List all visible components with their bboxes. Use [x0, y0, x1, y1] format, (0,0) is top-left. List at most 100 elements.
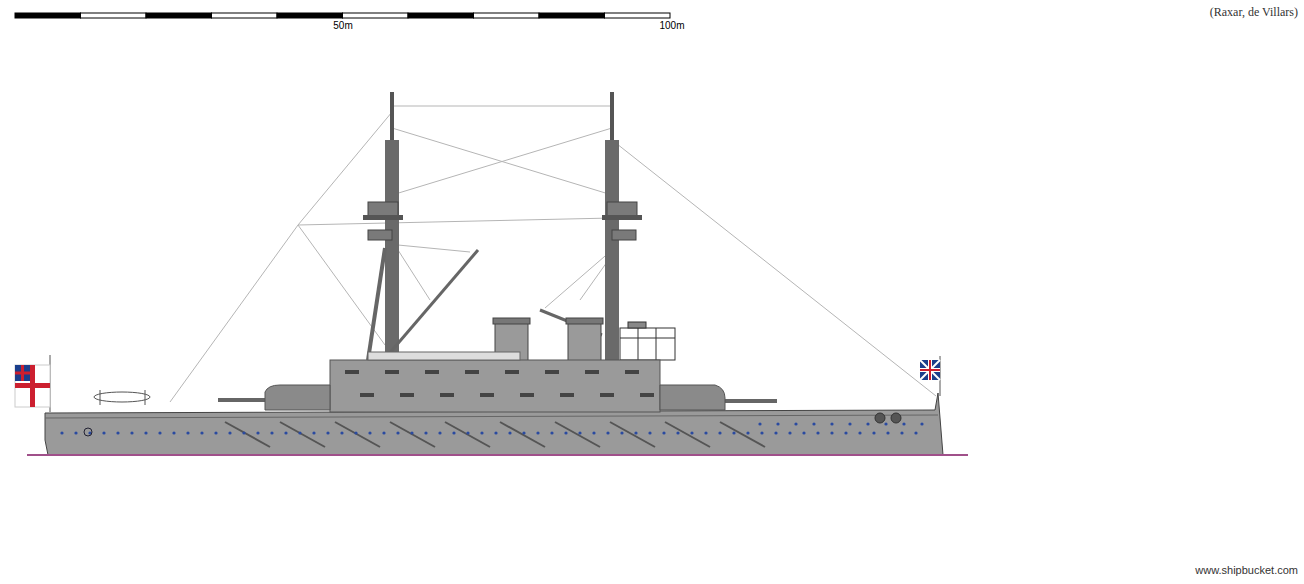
porthole	[270, 431, 273, 434]
porthole	[812, 422, 815, 425]
porthole	[228, 431, 231, 434]
porthole	[802, 431, 805, 434]
aft-turret	[265, 385, 330, 410]
porthole	[284, 431, 287, 434]
fore-turret	[660, 385, 725, 410]
rigging-line	[398, 250, 430, 300]
flag-field	[920, 360, 940, 380]
rigging-line	[392, 106, 612, 107]
casemate-gun	[640, 393, 654, 397]
rigging-line	[392, 128, 612, 195]
casemate-gun	[360, 393, 374, 397]
porthole	[872, 431, 875, 434]
porthole	[830, 422, 833, 425]
porthole	[788, 431, 791, 434]
net-boom	[665, 422, 710, 447]
porthole	[438, 431, 441, 434]
porthole	[158, 431, 161, 434]
davit	[145, 390, 146, 405]
porthole	[242, 431, 245, 434]
porthole	[758, 422, 761, 425]
porthole	[522, 431, 525, 434]
porthole	[144, 431, 147, 434]
porthole	[102, 431, 105, 434]
porthole	[746, 431, 749, 434]
porthole	[592, 431, 595, 434]
deck-line	[45, 415, 938, 418]
funnel	[568, 322, 601, 362]
porthole	[732, 431, 735, 434]
flag-saltire	[920, 360, 940, 380]
derrick-post	[368, 248, 385, 360]
casemate-gun	[585, 370, 599, 374]
porthole	[902, 422, 905, 425]
bridge-frame	[620, 328, 675, 360]
porthole	[884, 422, 887, 425]
porthole	[340, 431, 343, 434]
porthole	[466, 431, 469, 434]
porthole	[480, 431, 483, 434]
casemate-gun	[465, 370, 479, 374]
scale-bar	[15, 13, 670, 18]
rigging-line	[170, 225, 298, 402]
porthole	[256, 431, 259, 434]
porthole	[844, 431, 847, 434]
porthole	[494, 431, 497, 434]
casemate-gun	[385, 370, 399, 374]
scale-segment	[343, 13, 409, 18]
boats	[368, 352, 520, 360]
rigging-line	[545, 250, 612, 308]
porthole	[900, 431, 903, 434]
waterline	[27, 454, 968, 456]
scale-segment	[212, 13, 278, 18]
rigging-line	[298, 218, 612, 225]
porthole	[452, 431, 455, 434]
porthole	[830, 431, 833, 434]
gun-barrel	[722, 399, 777, 403]
porthole	[298, 431, 301, 434]
porthole	[564, 431, 567, 434]
porthole	[676, 431, 679, 434]
porthole	[914, 431, 917, 434]
bridge-strut	[656, 328, 657, 360]
net-boom	[555, 422, 600, 447]
casemate-gun	[425, 370, 439, 374]
porthole	[396, 431, 399, 434]
porthole	[214, 431, 217, 434]
scale-label: 50m	[333, 20, 352, 31]
flag-cross	[15, 372, 30, 375]
white-ensign	[15, 365, 50, 407]
scale-segment	[408, 13, 474, 18]
net-boom	[335, 422, 380, 447]
bridge-rail	[620, 338, 675, 339]
casemate-gun	[625, 370, 639, 374]
porthole	[74, 431, 77, 434]
flag-cross	[920, 369, 940, 371]
chart-house	[628, 322, 646, 328]
porthole	[760, 431, 763, 434]
porthole	[662, 431, 665, 434]
porthole	[116, 431, 119, 434]
portholes	[60, 422, 923, 434]
porthole	[312, 431, 315, 434]
fore-mast-lower	[605, 140, 619, 365]
porthole	[718, 431, 721, 434]
casemate-gun	[345, 370, 359, 374]
superstructure	[330, 360, 660, 412]
scale-segment	[146, 13, 212, 18]
porthole	[620, 431, 623, 434]
scale-segment	[539, 13, 605, 18]
flag-saltire	[920, 360, 940, 380]
casemate-gun	[400, 393, 414, 397]
casemate-gun	[545, 370, 559, 374]
porthole	[508, 431, 511, 434]
casemate-gun	[560, 393, 574, 397]
fighting-top	[363, 215, 403, 220]
porthole	[130, 431, 133, 434]
net-boom	[610, 422, 655, 447]
porthole	[60, 431, 63, 434]
anchor	[84, 428, 92, 436]
porthole	[774, 431, 777, 434]
net-boom	[500, 422, 545, 447]
porthole	[776, 422, 779, 425]
